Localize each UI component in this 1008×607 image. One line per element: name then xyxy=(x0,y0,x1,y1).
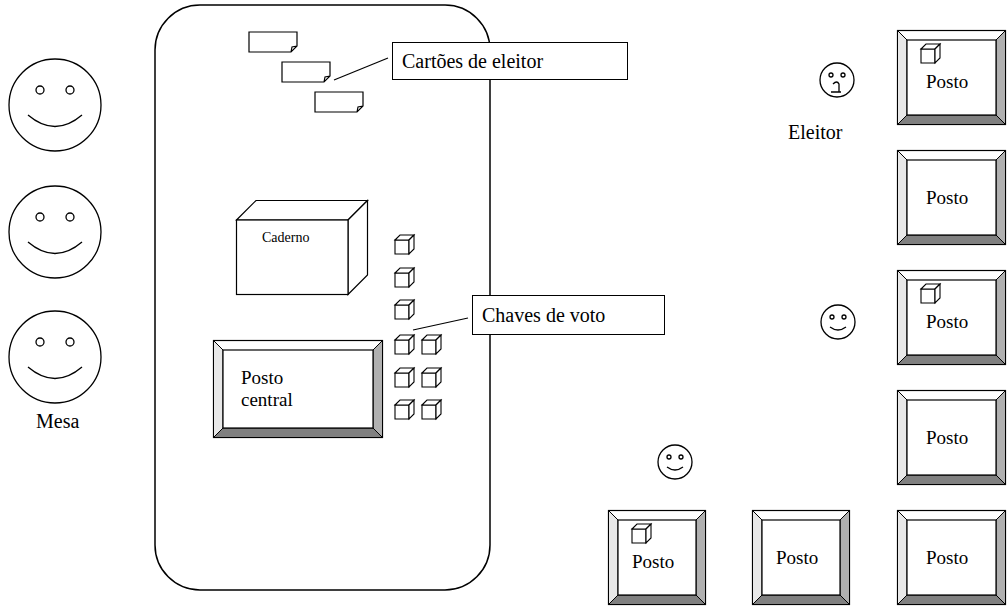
node-text: Posto xyxy=(926,547,968,569)
voter-card xyxy=(249,32,363,112)
voting-post: Posto xyxy=(897,270,1006,365)
callout-box: Cartões de eleitor xyxy=(392,42,628,80)
voting-post: Posto xyxy=(608,510,706,605)
voting-post: Posto xyxy=(897,30,1006,125)
node-text: Posto xyxy=(632,551,674,573)
voting-post: Posto xyxy=(752,510,850,605)
table-label: Mesa xyxy=(36,410,79,433)
voting-post: Posto xyxy=(897,150,1006,245)
node-text: Chaves de voto xyxy=(482,304,605,327)
voting-post: Posto xyxy=(897,390,1006,485)
leader-line xyxy=(334,58,468,330)
node-text: Caderno xyxy=(262,230,309,246)
callout-box: Chaves de voto xyxy=(472,295,665,335)
book-shape xyxy=(236,200,368,295)
vote-key-cubes xyxy=(395,235,441,419)
node-text: Posto xyxy=(926,427,968,449)
voting-post: Posto xyxy=(897,510,1006,605)
node-text: Posto central xyxy=(241,367,336,411)
node-text: Posto xyxy=(926,187,968,209)
central-post: Posto central xyxy=(213,340,383,438)
table-region xyxy=(155,5,490,590)
voter-label: Eleitor xyxy=(788,121,842,144)
register-box: Caderno xyxy=(236,200,368,295)
voter-face xyxy=(658,63,855,479)
bevel-frame xyxy=(213,340,383,438)
node-text: Posto xyxy=(776,547,818,569)
node-text: Cartões de eleitor xyxy=(402,50,543,73)
mesa-member-face xyxy=(9,59,101,403)
node-text: Posto xyxy=(926,71,968,93)
node-text: Posto xyxy=(926,311,968,333)
